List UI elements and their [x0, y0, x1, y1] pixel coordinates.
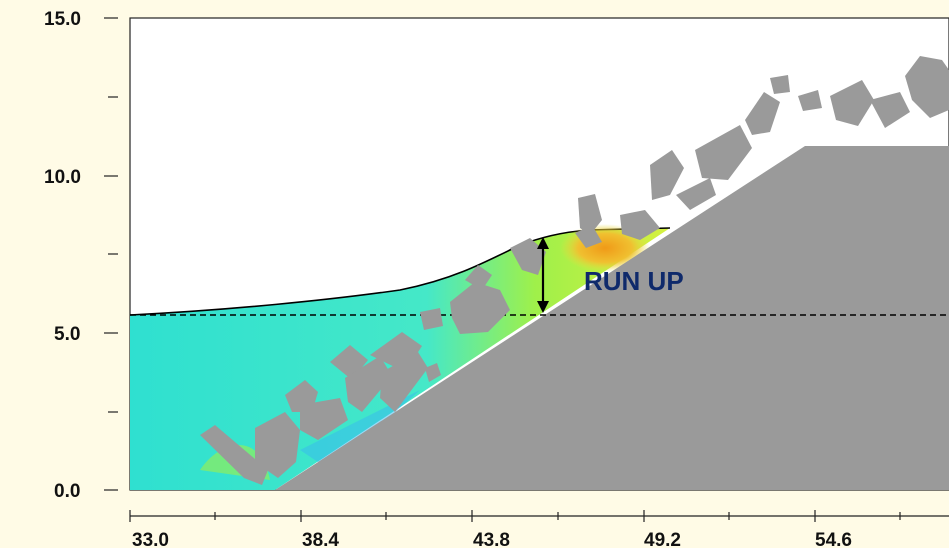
boulder — [450, 282, 510, 334]
boulder — [770, 75, 790, 94]
boulder — [300, 398, 348, 440]
boulders — [200, 225, 602, 485]
boulder — [345, 356, 392, 412]
run-up-label: RUN UP — [584, 266, 684, 296]
y-axis — [104, 17, 118, 491]
boulder — [420, 308, 443, 330]
boulder — [510, 238, 546, 275]
y-tick-label: 5.0 — [54, 324, 80, 345]
slope — [275, 146, 949, 490]
x-tick-label: 54.6 — [815, 530, 852, 548]
boulder — [798, 90, 822, 111]
boulder — [676, 178, 716, 210]
boulder — [870, 92, 910, 128]
y-tick-label: 15.0 — [44, 9, 81, 30]
boulder — [578, 194, 602, 235]
y-tick-label: 10.0 — [44, 167, 81, 188]
y-tick-label: 0.0 — [54, 481, 80, 502]
boulder — [620, 210, 660, 240]
boulder — [380, 352, 428, 412]
boulder — [905, 56, 949, 118]
boulder — [830, 80, 874, 126]
x-tick-label: 33.0 — [132, 530, 169, 548]
boulder — [255, 412, 300, 478]
x-tick-label: 43.8 — [473, 530, 510, 548]
run-up-arrow — [537, 237, 549, 313]
x-tick-label: 49.2 — [644, 530, 681, 548]
boulder — [650, 150, 684, 200]
boulder — [425, 363, 441, 382]
boulder — [465, 265, 492, 290]
water-surface-line — [129, 227, 671, 316]
boulder — [695, 125, 752, 180]
airborne-boulders — [578, 56, 949, 240]
x-tick-label: 38.4 — [302, 530, 339, 548]
water-patch — [300, 390, 420, 470]
boulder — [200, 425, 268, 485]
x-axis — [129, 510, 949, 522]
boulder — [575, 225, 602, 248]
boulder — [745, 92, 780, 135]
